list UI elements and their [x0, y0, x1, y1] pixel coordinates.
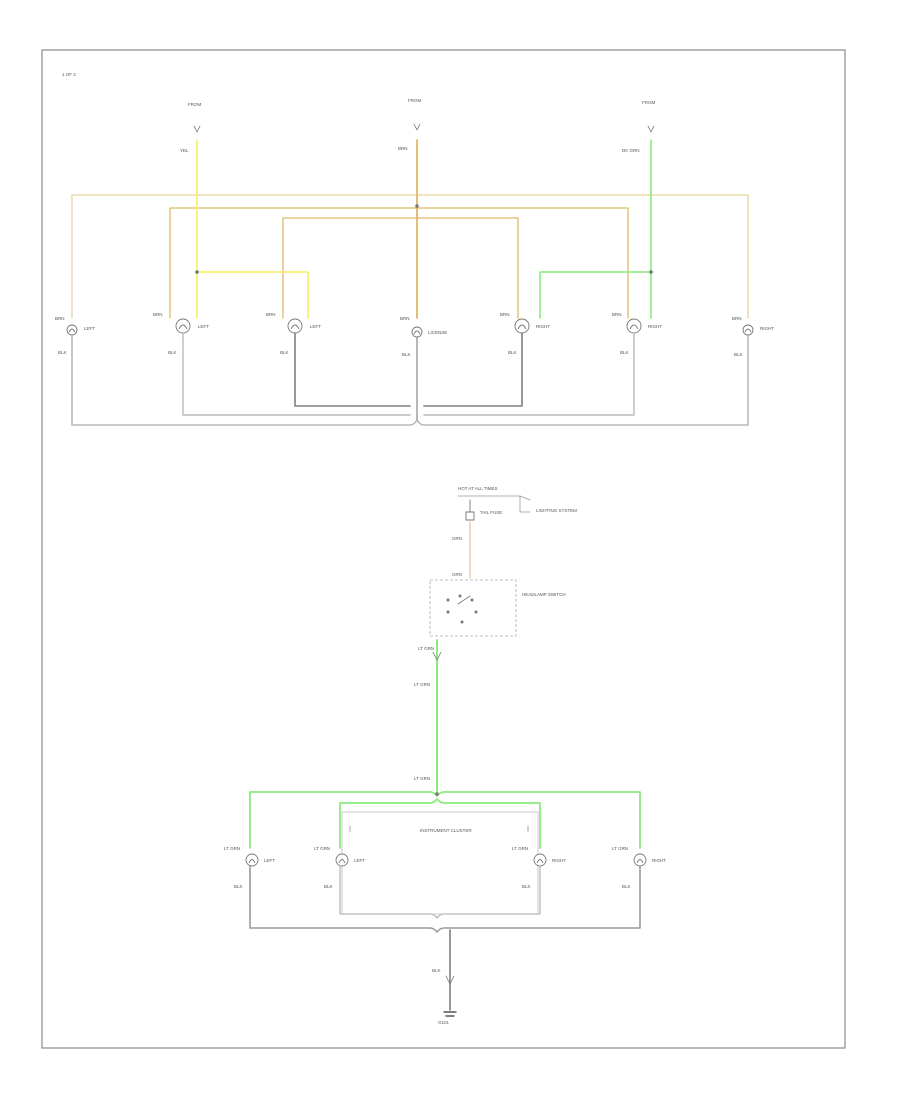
- svg-text:LEFT: LEFT: [84, 326, 95, 331]
- light-green-feed: LT GRN LT GRN LT GRN: [414, 639, 442, 793]
- svg-text:RIGHT: RIGHT: [552, 858, 566, 863]
- lamp-right-tail-2: BRN RIGHT BLK: [612, 312, 662, 355]
- lamp-bottom-left-2: LT GRN LEFT BLK: [314, 846, 365, 889]
- ground-wire-inner: [294, 332, 523, 407]
- bottom-ground-inner: [339, 865, 541, 919]
- source-wire-label: BRN: [398, 146, 408, 151]
- ground-wire-mid: [182, 332, 635, 416]
- source-label: FROM: [188, 102, 201, 107]
- bottom-ground-outer: [249, 865, 641, 933]
- svg-text:RIGHT: RIGHT: [536, 324, 550, 329]
- svg-text:BLK: BLK: [58, 350, 67, 355]
- svg-text:LT GRN: LT GRN: [224, 846, 240, 851]
- splice-dot: [195, 270, 199, 274]
- splice-dot: [415, 204, 419, 208]
- lamp-license: BRN LICENSE BLK: [400, 316, 447, 357]
- lamp-left-tail-2: BRN LEFT BLK: [266, 312, 321, 355]
- top-ground-wires: [71, 332, 749, 426]
- svg-text:BLK: BLK: [324, 884, 333, 889]
- svg-text:RIGHT: RIGHT: [648, 324, 662, 329]
- lamp-bottom-right-2: LT GRN RIGHT BLK: [612, 846, 666, 889]
- lamp-bottom-right-1: LT GRN RIGHT BLK: [512, 846, 566, 889]
- mid-wires: ORN ORN: [452, 521, 471, 579]
- svg-text:LICENSE: LICENSE: [428, 330, 447, 335]
- orange-wire-label: ORN: [452, 572, 462, 577]
- diagram-frame: [41, 49, 846, 1049]
- svg-text:BLK: BLK: [734, 352, 743, 357]
- svg-text:LT GRN: LT GRN: [512, 846, 528, 851]
- lamp-left-side-marker: BRN LEFT BLK: [55, 316, 95, 355]
- green-inner-wire: [339, 798, 541, 849]
- svg-text:LEFT: LEFT: [264, 858, 275, 863]
- outer-tan-wire: [71, 194, 749, 319]
- lamp-bottom-left-1: LT GRN LEFT BLK: [224, 846, 275, 889]
- svg-text:RIGHT: RIGHT: [652, 858, 666, 863]
- svg-text:BRN: BRN: [153, 312, 163, 317]
- instrument-cluster-box: INSTRUMENT CLUSTER: [341, 811, 539, 915]
- svg-text:BLK: BLK: [402, 352, 411, 357]
- svg-text:LT GRN: LT GRN: [612, 846, 628, 851]
- svg-text:TAIL FUSE: TAIL FUSE: [480, 510, 502, 515]
- svg-text:HEADLAMP SWITCH: HEADLAMP SWITCH: [522, 592, 566, 597]
- source-connector-green: FROM DK GRN: [622, 100, 655, 153]
- lamp-right-tail-1: BRN RIGHT BLK: [500, 312, 550, 355]
- lamp-right-side-marker: BRN RIGHT BLK: [732, 316, 774, 357]
- svg-text:BLK: BLK: [432, 968, 441, 973]
- yellow-feed-wire: [196, 139, 309, 319]
- svg-text:BLK: BLK: [280, 350, 289, 355]
- svg-text:BLK: BLK: [620, 350, 629, 355]
- svg-text:INSTRUMENT CLUSTER: INSTRUMENT CLUSTER: [420, 828, 472, 833]
- splice-dot: [649, 270, 653, 274]
- svg-text:BRN: BRN: [400, 316, 410, 321]
- bottom-lamps: LT GRN LEFT BLK LT GRN LEFT BLK LT GRN R…: [224, 846, 666, 889]
- orange-wire-label: ORN: [452, 536, 462, 541]
- svg-text:G101: G101: [438, 1020, 450, 1025]
- splice-dot: [435, 792, 439, 796]
- svg-text:LT GRN: LT GRN: [418, 646, 434, 651]
- green-outer-wire: [249, 791, 641, 849]
- svg-text:LEFT: LEFT: [198, 324, 209, 329]
- svg-text:LIGHTING SYSTEM: LIGHTING SYSTEM: [536, 508, 577, 513]
- svg-text:BLK: BLK: [168, 350, 177, 355]
- bottom-feed-wires: [249, 791, 641, 849]
- green-feed-wire: [539, 139, 652, 319]
- svg-text:LEFT: LEFT: [310, 324, 321, 329]
- top-lamps: BRN LEFT BLK BRN LEFT BLK BRN LEFT BLK B…: [55, 312, 774, 357]
- svg-text:LT GRN: LT GRN: [414, 682, 430, 687]
- corner-label: 1 OF 2: [62, 72, 76, 77]
- svg-text:BLK: BLK: [622, 884, 631, 889]
- source-label: FROM: [642, 100, 655, 105]
- lamp-left-tail-1: BRN LEFT BLK: [153, 312, 209, 355]
- top-feed-wires: [71, 139, 749, 319]
- svg-text:BRN: BRN: [266, 312, 276, 317]
- svg-text:BRN: BRN: [612, 312, 622, 317]
- source-wire-label: DK GRN: [622, 148, 640, 153]
- fuse-block: HOT AT ALL TIMES TAIL FUSE LIGHTING SYST…: [457, 486, 577, 521]
- orange-tan-wire-b: [282, 217, 519, 319]
- orange-tan-wire-a: [169, 207, 629, 319]
- svg-text:BLK: BLK: [522, 884, 531, 889]
- svg-text:BRN: BRN: [500, 312, 510, 317]
- svg-text:RIGHT: RIGHT: [760, 326, 774, 331]
- source-connector-yellow: FROM YEL: [180, 102, 201, 153]
- source-label: FROM: [408, 98, 421, 103]
- svg-text:BRN: BRN: [55, 316, 65, 321]
- svg-text:BRN: BRN: [732, 316, 742, 321]
- svg-text:HOT AT ALL TIMES: HOT AT ALL TIMES: [458, 486, 498, 491]
- source-connector-brown: FROM BRN: [398, 98, 421, 151]
- svg-text:LT GRN: LT GRN: [314, 846, 330, 851]
- bottom-ground-wires: BLK G101: [249, 865, 641, 1025]
- svg-text:LEFT: LEFT: [354, 858, 365, 863]
- source-wire-label: YEL: [180, 148, 189, 153]
- svg-text:BLK: BLK: [234, 884, 243, 889]
- headlamp-switch: HEADLAMP SWITCH: [429, 579, 566, 637]
- svg-text:LT GRN: LT GRN: [414, 776, 430, 781]
- svg-text:BLK: BLK: [508, 350, 517, 355]
